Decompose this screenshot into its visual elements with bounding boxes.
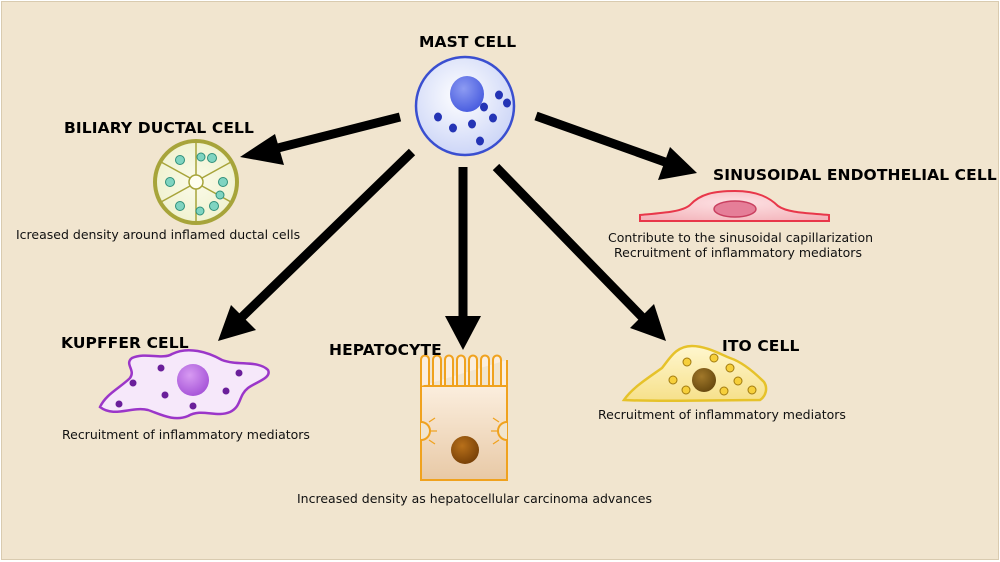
arrow-to-ito — [492, 163, 666, 341]
hepatocyte-title: HEPATOCYTE — [329, 341, 442, 359]
sinusoidal-caption-line-1: Contribute to the sinusoidal capillariza… — [608, 230, 874, 245]
ito-cell-caption: Recruitment of inflammatory mediators — [598, 407, 846, 422]
biliary-ductal-cell-title: BILIARY DUCTAL CELL — [64, 119, 255, 137]
sinusoidal-endothelial-cell-title: SINUSOIDAL ENDOTHELIAL CELL — [713, 166, 997, 184]
sinusoidal-endothelial-cell-illustration — [639, 189, 830, 222]
biliary-ductal-cell-illustration — [153, 139, 239, 225]
arrows — [218, 111, 697, 350]
arrow-to-biliary — [240, 112, 402, 165]
arrow-to-hepatocyte — [445, 167, 481, 350]
sinusoidal-endothelial-cell-caption: Contribute to the sinusoidal capillariza… — [608, 230, 874, 260]
kupffer-cell-title: KUPFFER CELL — [61, 334, 189, 352]
ito-cell-illustration — [621, 344, 768, 403]
mast-cell-illustration — [414, 55, 516, 157]
biliary-ductal-cell-caption: Icreased density around inflamed ductal … — [16, 227, 301, 242]
sinusoidal-caption-line-2: Recruitment of inflammatory mediators — [614, 245, 862, 260]
kupffer-cell-illustration — [98, 349, 270, 420]
hepatocyte-caption: Increased density as hepatocellular carc… — [297, 491, 652, 506]
arrow-to-kupffer — [218, 148, 416, 341]
kupffer-cell-caption: Recruitment of inflammatory mediators — [62, 427, 310, 442]
mast-cell-title: MAST CELL — [419, 33, 517, 51]
hepatocyte-illustration — [420, 354, 508, 481]
ito-cell-title: ITO CELL — [722, 337, 800, 355]
arrow-to-sinusoidal — [534, 111, 697, 180]
